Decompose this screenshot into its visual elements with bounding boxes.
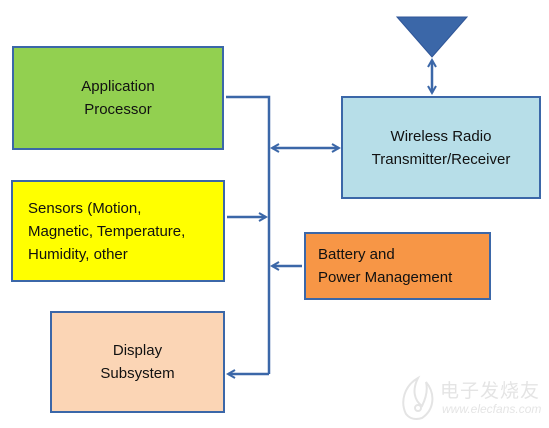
battery-power-block: Battery and Power Management [304, 232, 491, 300]
watermark-text: 电子发烧友 [440, 380, 541, 402]
display-subsystem-label: Display Subsystem [100, 342, 175, 382]
display-subsystem-block: Display Subsystem [50, 311, 225, 413]
watermark-url: www.elecfans.com [442, 402, 542, 416]
watermark-logo-icon [402, 375, 434, 420]
bus-top-segment [226, 95, 271, 374]
wireless-radio-label: Wireless Radio Transmitter/Receiver [371, 127, 511, 168]
sensors-label: Sensors (Motion, Magnetic, Temperature, … [28, 199, 186, 263]
application-processor-label: Application Processor [81, 78, 155, 118]
wireless-radio-block: Wireless Radio Transmitter/Receiver [341, 96, 541, 199]
battery-power-label: Battery and Power Management [318, 246, 453, 286]
sensors-block: Sensors (Motion, Magnetic, Temperature, … [11, 180, 225, 282]
watermark: 电子发烧友 www.elecfans.com [398, 372, 548, 428]
application-processor-block: Application Processor [12, 46, 224, 150]
antenna-icon [395, 16, 469, 58]
